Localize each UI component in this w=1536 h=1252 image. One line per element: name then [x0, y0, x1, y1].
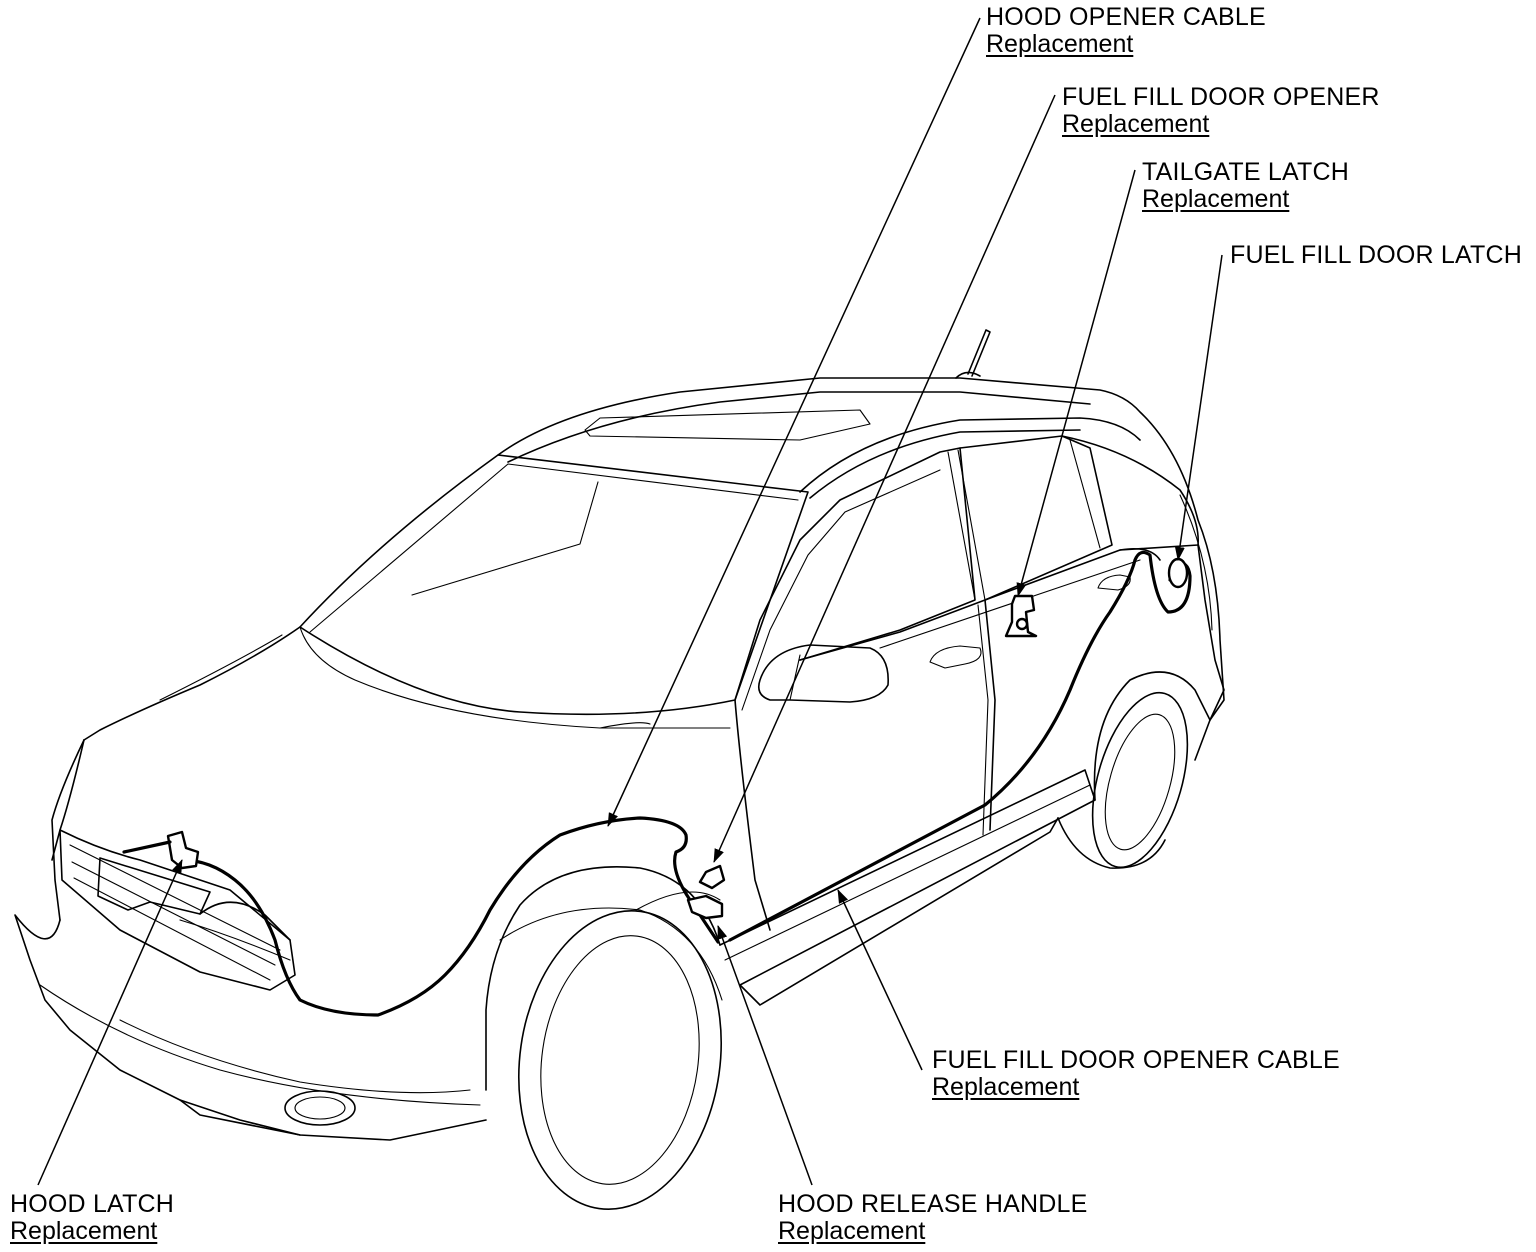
callout-fuel-fill-door-opener: FUEL FILL DOOR OPENER Replacement: [1062, 84, 1380, 138]
hood-opener-cable: [180, 816, 720, 1017]
hood-release-handle-part: [686, 864, 726, 920]
callout-title: TAILGATE LATCH: [1142, 158, 1349, 186]
callout-title: FUEL FILL DOOR OPENER CABLE: [932, 1046, 1340, 1074]
callout-tailgate-latch: TAILGATE LATCH Replacement: [1142, 159, 1349, 213]
callout-title: HOOD OPENER CABLE: [986, 3, 1266, 31]
fuel-fill-door-opener-cable: [728, 550, 1192, 942]
callout-title: FUEL FILL DOOR LATCH: [1230, 241, 1523, 269]
callout-fuel-fill-door-latch: FUEL FILL DOOR LATCH: [1230, 242, 1522, 269]
callout-title: HOOD LATCH: [10, 1190, 175, 1218]
hood-opener-cable-replacement-link[interactable]: Replacement: [986, 30, 1134, 58]
fuel-fill-door-opener-cable-replacement-link[interactable]: Replacement: [932, 1073, 1080, 1101]
fuel-fill-door-latch-part: [1167, 557, 1189, 589]
vehicle-outline: [14, 329, 1225, 1210]
hood-latch-replacement-link[interactable]: Replacement: [10, 1217, 158, 1245]
fuel-fill-door-opener-replacement-link[interactable]: Replacement: [1062, 110, 1210, 138]
hood-release-handle-replacement-link[interactable]: Replacement: [778, 1217, 926, 1245]
callout-title: FUEL FILL DOOR OPENER: [1062, 83, 1380, 111]
tailgate-latch-replacement-link[interactable]: Replacement: [1142, 185, 1290, 213]
callout-hood-opener-cable: HOOD OPENER CABLE Replacement: [986, 4, 1266, 58]
callout-fuel-fill-door-opener-cable: FUEL FILL DOOR OPENER CABLE Replacement: [932, 1047, 1340, 1101]
tailgate-latch-part: [1004, 594, 1038, 638]
callout-title: HOOD RELEASE HANDLE: [778, 1190, 1088, 1218]
callout-hood-release-handle: HOOD RELEASE HANDLE Replacement: [778, 1191, 1087, 1245]
hood-latch-part: [122, 830, 200, 870]
leader-lines: [37, 17, 1223, 1186]
callout-hood-latch: HOOD LATCH Replacement: [10, 1191, 174, 1245]
